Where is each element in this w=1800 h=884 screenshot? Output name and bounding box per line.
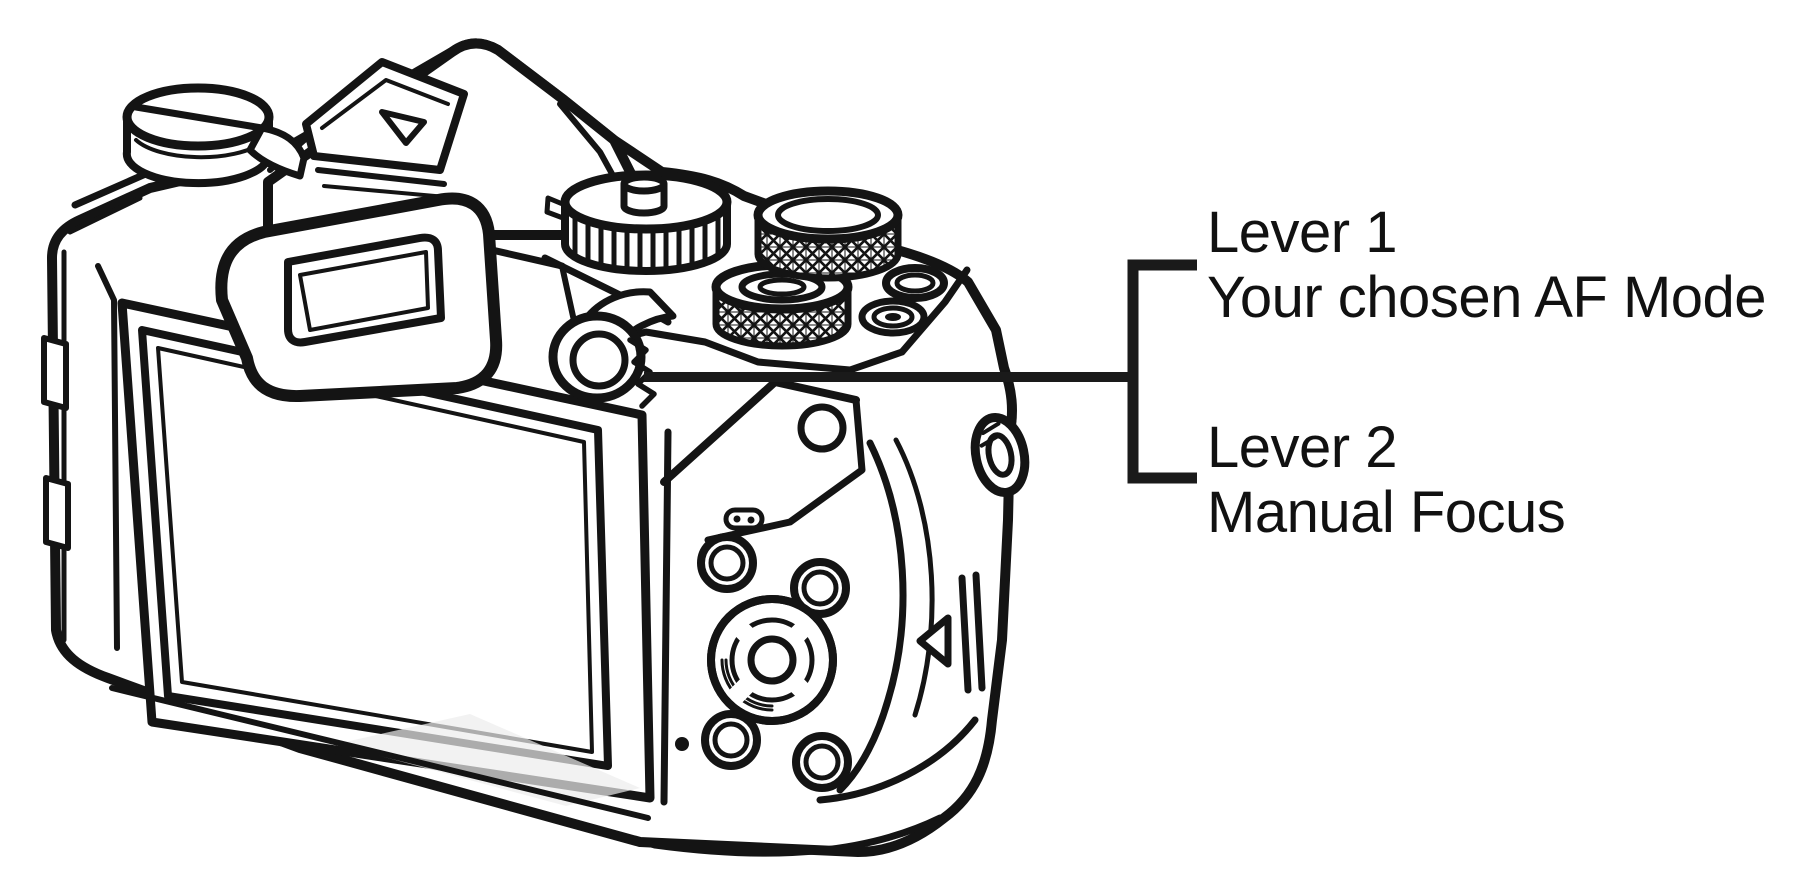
function-button: [882, 264, 948, 302]
card-door: [916, 571, 986, 694]
callout-lever2: Lever 2 Manual Focus: [1207, 415, 1566, 545]
viewfinder-window: [284, 233, 445, 347]
rear-command-dial: [753, 186, 903, 282]
callout-lines: [644, 259, 1197, 484]
hot-shoe-triangle-icon: [379, 109, 427, 146]
hot-shoe: [302, 58, 468, 199]
callout-bracket: [1127, 259, 1197, 484]
speaker-indicator: [723, 507, 765, 531]
d-pad: [707, 595, 837, 725]
menu-buttons: [697, 533, 852, 792]
strap-lug: [970, 412, 1030, 498]
card-door-arrow-icon: [916, 614, 952, 668]
callout-lever1: Lever 1 Your chosen AF Mode: [1207, 200, 1767, 330]
dial-slot: [132, 103, 266, 132]
drive-dial: [560, 170, 732, 275]
lever2-description: Manual Focus: [1207, 480, 1566, 545]
lever1-title: Lever 1: [1207, 200, 1397, 265]
lever2-title: Lever 2: [1207, 415, 1397, 480]
screen-hinge: [41, 249, 120, 651]
lcd-screen: [109, 298, 655, 821]
ok-button: [747, 635, 797, 685]
record-button: [858, 297, 928, 337]
af-on-button: [797, 403, 847, 453]
rear-control-panel: [556, 378, 986, 857]
lever1-description: Your chosen AF Mode: [1207, 265, 1767, 330]
led-indicator: [675, 737, 689, 751]
exposure-compensation-dial: [122, 83, 308, 188]
screen-sheen: [336, 714, 640, 806]
eyecup: [215, 192, 579, 403]
